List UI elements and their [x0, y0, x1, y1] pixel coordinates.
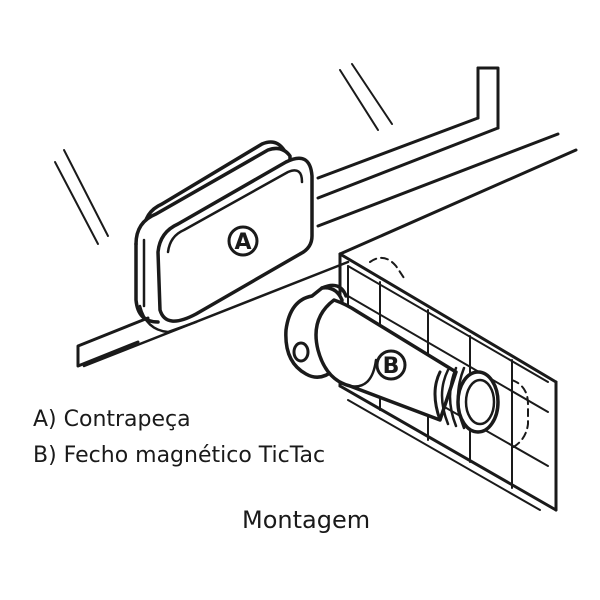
caption: Montagem — [242, 506, 371, 534]
hidden-outline — [369, 256, 529, 449]
legend-item-a: A) Contrapeça — [33, 407, 191, 432]
glass-panel — [76, 66, 560, 368]
callout-b-label: B — [383, 354, 400, 379]
legend: A) Contrapeça B) Fecho magnético TicTac — [33, 402, 325, 474]
callout-b-badge — [375, 349, 407, 381]
glass-reflection-lines — [54, 63, 393, 245]
callout-a-badge — [227, 225, 259, 257]
counterpart-clamp — [134, 140, 314, 334]
callout-a-label: A — [234, 230, 251, 255]
legend-item-b: B) Fecho magnético TicTac — [33, 443, 326, 468]
